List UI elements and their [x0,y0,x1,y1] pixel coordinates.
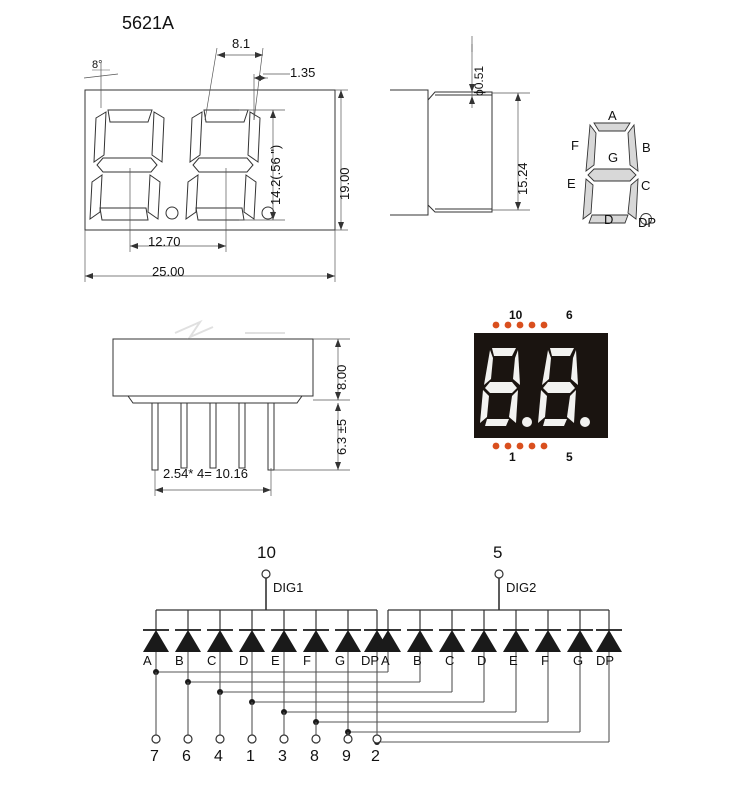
segment-d-shape [588,214,629,224]
segment-label-a: A [608,108,617,123]
side-view [390,0,550,300]
photo-bottom-pin-dots [492,442,548,450]
profile-view [0,300,390,500]
diode-label-d2-g: G [573,653,584,668]
diode-label-d1-c: C [207,653,217,668]
segment-g-shape [587,168,637,182]
segment-label-c: C [641,178,651,193]
profile-pin-length-dim: 6.3 ±5 [334,418,349,455]
product-photo [460,300,650,480]
front-digit-pitch-dim: 12.70 [148,234,181,249]
diode-label-d1-b: B [175,653,184,668]
front-segment-width-dim: 8.1 [232,36,251,51]
segment-b-shape [627,123,639,172]
terminal-pin-3: 3 [278,748,287,765]
front-digit-height-dim: 14.2(.56 ") [268,144,283,205]
terminal-pin-6: 6 [182,748,191,765]
terminal-pin-9: 9 [342,748,351,765]
segment-label-d: D [604,212,614,227]
profile-pin-pitch-dim: 2.54* 4= 10.16 [163,466,248,481]
segment-reference [560,95,690,235]
diode-label-d1-f: F [303,653,311,668]
photo-digit-2 [538,348,590,427]
segment-label-f: F [571,138,579,153]
terminal-pin-1: 1 [246,748,255,765]
profile-body-thickness-dim: 8.00 [334,364,349,390]
diode-label-d1-e: E [271,653,280,668]
dig1-label: DIG1 [273,580,304,595]
diode-label-d1-dp: DP [361,653,380,668]
photo-pin-label-5: 5 [566,450,573,464]
front-view [0,0,380,300]
dig2-pin-number: 5 [493,543,503,562]
front-angle-dim: 8° [92,59,103,71]
dig2-common-terminal [494,569,504,610]
segment-e-shape [582,178,594,220]
terminal-pin-7: 7 [150,748,159,765]
front-body-width-dim: 25.00 [152,264,185,279]
terminal-pin-8: 8 [310,748,319,765]
segment-label-e: E [567,176,576,191]
dig2-label: DIG2 [506,580,537,595]
segment-f-shape [585,123,597,172]
diode-label-d2-dp: DP [596,653,615,668]
terminal-pin-4: 4 [214,748,223,765]
photo-digit-1 [480,348,532,427]
diode-label-d1-g: G [335,653,346,668]
front-body-height-dim: 19.00 [337,167,352,200]
dig1-pin-number: 10 [257,543,276,562]
segment-c-shape [627,177,639,220]
diode-label-d2-d: D [477,653,487,668]
diode-label-d2-f: F [541,653,549,668]
terminal-pin-2: 2 [371,748,380,765]
side-body-height-dim: 15.24 [515,162,530,195]
diode-label-d1-d: D [239,653,249,668]
segment-label-dp: DP [638,215,657,230]
photo-pin-label-6: 6 [566,308,573,322]
diode-label-d2-a: A [381,653,390,668]
segment-a-shape [593,122,631,132]
diode-label-d1-a: A [143,653,152,668]
photo-top-pin-dots [492,321,548,329]
diode-label-d2-c: C [445,653,455,668]
internal-circuit-diagram [0,530,747,790]
diode-array [143,610,622,745]
diode-label-d2-b: B [413,653,422,668]
segment-label-b: B [642,140,651,155]
photo-pin-label-1: 1 [509,450,516,464]
side-pin-diameter-dim: ϕ0.51 [472,65,486,96]
segment-dp-shape [640,213,652,225]
diode-label-d2-e: E [509,653,518,668]
dig1-common-terminal [261,569,271,610]
segment-label-g: G [608,150,619,165]
page-title: 5621A [122,13,175,33]
photo-pin-label-10: 10 [509,308,523,322]
front-stroke-width-dim: 1.35 [290,65,316,80]
